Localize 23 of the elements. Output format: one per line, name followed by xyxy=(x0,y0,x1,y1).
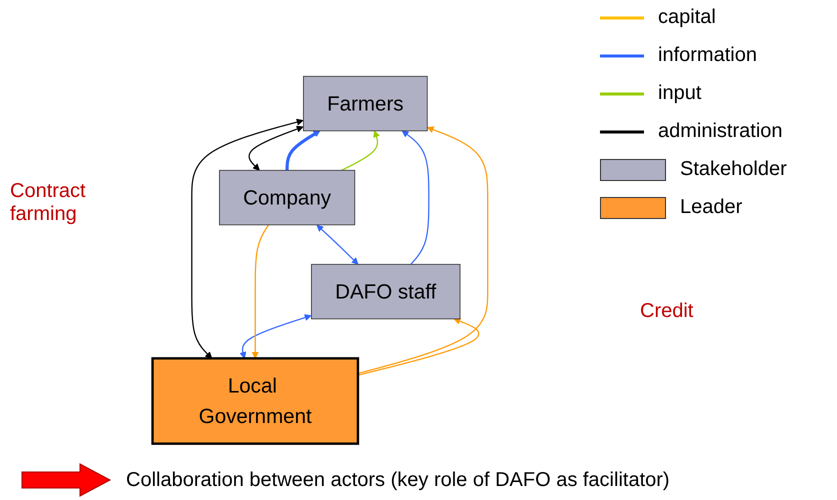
arrow xyxy=(252,224,269,359)
arrow xyxy=(239,314,312,359)
legend-text: capital xyxy=(658,6,716,29)
arrow xyxy=(402,130,430,265)
legend-text: input xyxy=(658,82,702,105)
legend-text: information xyxy=(658,44,757,67)
legend-text: Stakeholder xyxy=(680,158,787,181)
arrow xyxy=(248,126,304,171)
arrow xyxy=(358,126,488,374)
legend-text: administration xyxy=(658,120,783,143)
node-box: Farmers xyxy=(302,76,428,132)
node-box: DAFO staff xyxy=(310,264,460,320)
arrow xyxy=(316,224,358,265)
legend-text: Leader xyxy=(680,196,742,219)
node-box: Local Government xyxy=(151,357,360,445)
arrow xyxy=(358,318,480,376)
legend-text: Collaboration between actors (key role of DAFO as facilitator) xyxy=(126,468,670,492)
annotation-text: Contract farming xyxy=(10,180,87,226)
node-box: Company xyxy=(218,170,356,226)
arrow xyxy=(341,130,380,171)
annotation-text: Credit xyxy=(640,300,694,323)
arrow xyxy=(191,118,304,359)
arrow xyxy=(285,130,320,170)
